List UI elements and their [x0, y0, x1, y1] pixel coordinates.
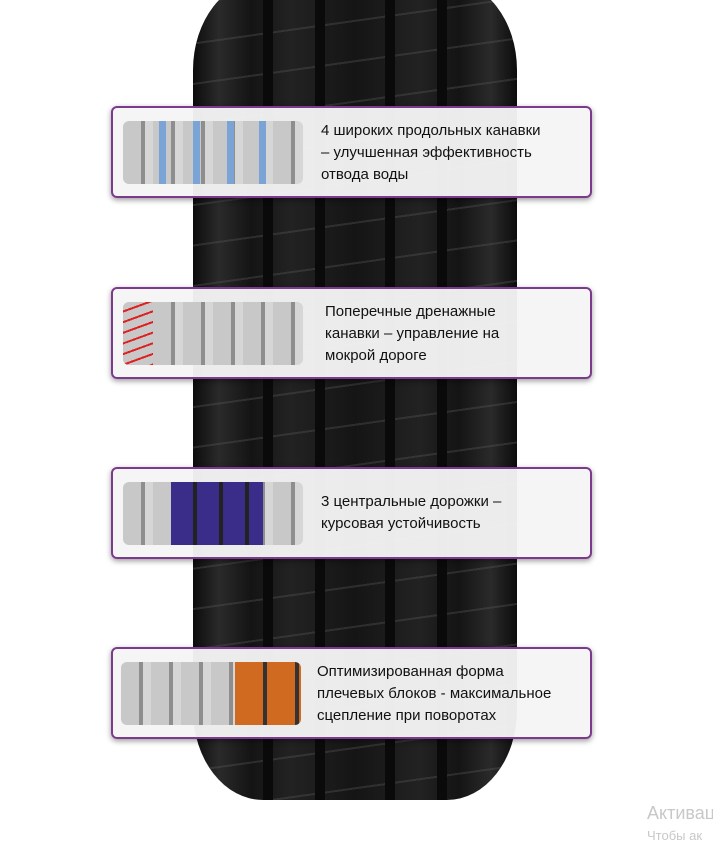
feature-line: 3 центральные дорожки –	[321, 493, 502, 510]
feature-line: сцепление при поворотах	[317, 707, 497, 724]
tread-thumbnail	[123, 121, 303, 184]
windows-activation-title: Активац	[647, 803, 713, 823]
feature-line: канавки – управление на	[325, 325, 500, 342]
feature-line: отвода воды	[321, 166, 409, 183]
feature-text: Оптимизированная форма плечевых блоков -…	[317, 661, 551, 727]
feature-line: Оптимизированная форма	[317, 663, 504, 680]
feature-text: Поперечные дренажные канавки – управлени…	[325, 301, 499, 367]
feature-card-longitudinal-grooves: 4 широких продольных канавки – улучшенна…	[111, 106, 592, 198]
feature-card-transverse-grooves: Поперечные дренажные канавки – управлени…	[111, 287, 592, 379]
tread-thumbnail	[123, 302, 303, 365]
windows-activation-subtitle: Чтобы ак	[647, 828, 703, 843]
feature-line: – улучшенная эффективность	[321, 144, 532, 161]
feature-text: 4 широких продольных канавки – улучшенна…	[321, 120, 541, 186]
tread-thumbnail	[123, 482, 303, 545]
feature-line: мокрой дороге	[325, 347, 427, 364]
feature-line: Поперечные дренажные	[325, 303, 496, 320]
feature-card-shoulder-blocks: Оптимизированная форма плечевых блоков -…	[111, 647, 592, 739]
feature-line: 4 широких продольных канавки	[321, 122, 541, 139]
feature-text: 3 центральные дорожки – курсовая устойчи…	[321, 491, 501, 535]
feature-card-central-ribs: 3 центральные дорожки – курсовая устойчи…	[111, 467, 592, 559]
tread-thumbnail	[121, 662, 301, 725]
feature-line: плечевых блоков - максимальное	[317, 685, 552, 702]
feature-line: курсовая устойчивость	[321, 515, 481, 532]
